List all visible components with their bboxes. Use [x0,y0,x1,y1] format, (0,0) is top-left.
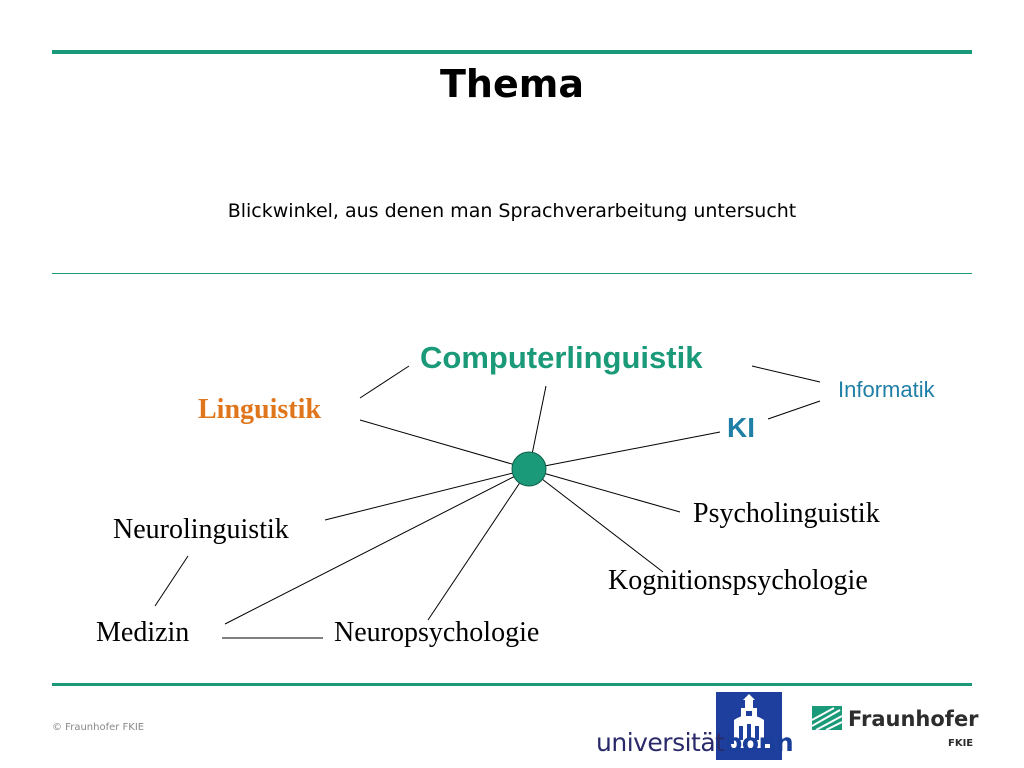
footer-copyright: © Fraunhofer FKIE [52,722,145,733]
university-bonn-emblem [716,692,782,760]
line-hub-linguistik [359,419,530,470]
university-logo-text: universitätbonn [596,728,794,757]
slide-subtitle: Blickwinkel, aus denen man Sprachverarbe… [227,200,797,222]
slide-title: Thema [440,62,584,106]
line-computerlinguistik-informatik [751,365,821,383]
node-linguistik: Linguistik [198,394,321,425]
line-hub-ki [528,431,721,470]
line-hub-neuropsychologie [427,468,530,621]
line-hub-neurolinguistik [324,468,530,521]
line-linguistik-computerlinguistik [359,365,410,399]
university-prefix: universität [596,728,725,757]
middle-rule [52,273,972,274]
node-kognitionspsychologie: Kognitionspsychologie [608,565,868,596]
top-rule [52,50,972,54]
node-medizin: Medizin [96,617,190,648]
fraunhofer-name: Fraunhofer [848,707,979,731]
hub-node [511,451,547,487]
node-neurolinguistik: Neurolinguistik [113,514,289,545]
node-ki: KI [727,412,755,443]
bottom-rule [52,683,972,686]
line-hub-medizin [224,468,530,625]
line-neurolinguistik-medizin [154,555,189,607]
node-computerlinguistik: Computerlinguistik [420,340,703,375]
fraunhofer-unit: FKIE [948,738,974,749]
node-psycholinguistik: Psycholinguistik [693,498,880,529]
node-neuropsychologie: Neuropsychologie [334,617,540,648]
node-informatik: Informatik [838,377,935,402]
line-hub-kognitionspsychologie [528,468,664,573]
university-name: bonn [724,728,794,757]
line-ki-informatik [767,400,821,420]
line-hub-psycholinguistik [528,468,681,513]
fraunhofer-logo-icon [812,706,842,730]
